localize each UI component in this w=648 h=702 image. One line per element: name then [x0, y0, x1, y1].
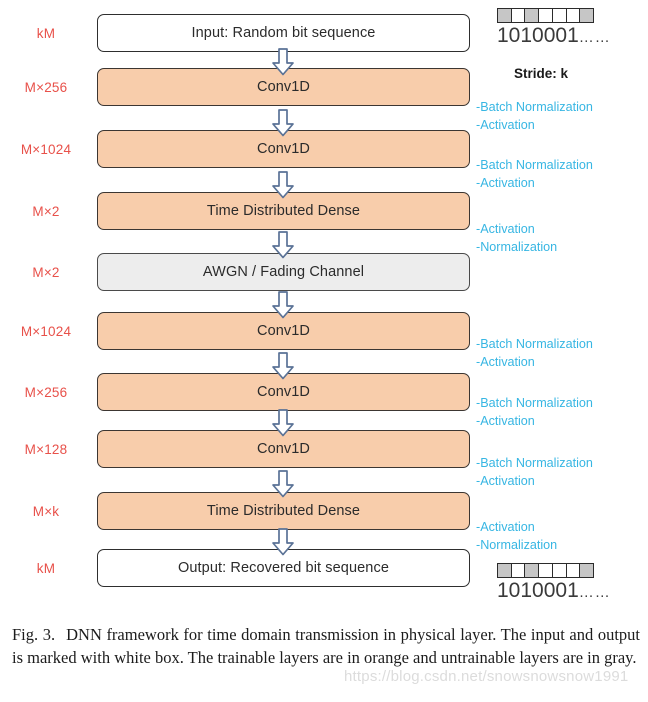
layer-annotation-group: -Batch Normalization -Activation — [476, 157, 593, 192]
layer-box: Time Distributed Dense — [97, 192, 470, 230]
layer-box: Conv1D — [97, 312, 470, 350]
layer-annotation-line: -Batch Normalization — [476, 158, 593, 172]
layer-annotation-line: -Activation — [476, 520, 535, 534]
pipeline-stage-row: M×2 Time Distributed Dense — [0, 192, 648, 230]
layer-box: Time Distributed Dense — [97, 492, 470, 530]
bit-cell — [552, 9, 567, 22]
layer-annotation-line: -Activation — [476, 222, 535, 236]
layer-annotation-group: -Batch Normalization -Activation — [476, 395, 593, 430]
flow-arrow-icon — [268, 47, 298, 77]
bit-cell — [511, 564, 526, 577]
layer-box: Conv1D — [97, 373, 470, 411]
layer-annotation-line: -Activation — [476, 354, 535, 369]
pipeline-stage-row: M×2 AWGN / Fading Channel — [0, 253, 648, 291]
dimension-label: M×k — [32, 503, 60, 519]
layer-annotation-group: -Batch Normalization -Activation — [476, 455, 593, 490]
bit-digits: 1010001…… — [497, 24, 647, 48]
figure-caption-text: DNN framework for time domain transmissi… — [12, 625, 640, 667]
dimension-label: M×2 — [32, 264, 60, 280]
layer-annotation-line: -Batch Normalization — [476, 456, 593, 470]
layer-annotation-line: -Activation — [476, 175, 535, 190]
pipeline-stage-row: kM Output: Recovered bit sequence — [0, 549, 648, 587]
layer-annotation-line: -Batch Normalization — [476, 100, 593, 114]
layer-annotation-group: -Batch Normalization -Activation — [476, 336, 593, 371]
bit-cell — [539, 9, 553, 22]
layer-annotation-line: -Normalization — [476, 537, 558, 552]
bit-cell-strip — [497, 563, 594, 578]
bit-ellipsis: …… — [578, 584, 611, 601]
dimension-label: M×1024 — [20, 323, 72, 339]
bit-cell — [498, 9, 512, 22]
flow-arrow-icon — [268, 290, 298, 320]
stride-label: Stride: k — [513, 66, 568, 81]
dimension-label: M×256 — [24, 79, 68, 95]
bit-cell-strip — [497, 8, 594, 23]
bit-cell — [525, 9, 540, 22]
dimension-label: kM — [36, 25, 56, 41]
dimension-label: M×128 — [24, 441, 68, 457]
layer-box: AWGN / Fading Channel — [97, 253, 470, 291]
bit-cell — [580, 9, 594, 22]
dimension-label: kM — [36, 560, 56, 576]
layer-annotation-line: -Batch Normalization — [476, 396, 593, 410]
flow-arrow-icon — [268, 527, 298, 557]
watermark: https://blog.csdn.net/snowsnowsnow1991 — [344, 668, 629, 685]
flow-arrow-icon — [268, 170, 298, 200]
bit-cell — [539, 564, 553, 577]
bit-sequence-illustration: 1010001…… — [497, 8, 647, 48]
dimension-label: M×256 — [24, 384, 68, 400]
figure-number: Fig. 3. — [12, 625, 56, 644]
flow-arrow-icon — [268, 408, 298, 438]
bit-digit-string: 1010001 — [497, 24, 579, 47]
layer-annotation-group: -Activation -Normalization — [476, 519, 557, 554]
layer-annotation-line: -Normalization — [476, 239, 558, 254]
layer-annotation-line: -Activation — [476, 413, 535, 428]
flow-arrow-icon — [268, 230, 298, 260]
bit-cell — [552, 564, 567, 577]
layer-annotation-line: -Batch Normalization — [476, 337, 593, 351]
layer-annotation-group: -Batch Normalization -Activation — [476, 99, 593, 134]
layer-annotation-line: -Activation — [476, 473, 535, 488]
bit-sequence-illustration: 1010001…… — [497, 563, 647, 603]
bit-ellipsis: …… — [578, 29, 611, 46]
bit-cell — [525, 564, 540, 577]
bit-cell — [498, 564, 512, 577]
bit-digits: 1010001…… — [497, 579, 647, 603]
layer-box: Output: Recovered bit sequence — [97, 549, 470, 587]
layer-annotation-line: -Activation — [476, 117, 535, 132]
bit-digit-string: 1010001 — [497, 579, 579, 602]
pipeline-stage-row: M×k Time Distributed Dense — [0, 492, 648, 530]
dimension-label: M×1024 — [20, 141, 72, 157]
pipeline-stage-row: M×1024 Conv1D — [0, 312, 648, 350]
pipeline-stage-row: M×256 Conv1D — [0, 373, 648, 411]
figure-caption: Fig. 3.DNN framework for time domain tra… — [12, 623, 640, 669]
flow-arrow-icon — [268, 351, 298, 381]
bit-cell — [511, 9, 526, 22]
bit-cell — [566, 564, 581, 577]
dimension-label: M×2 — [32, 203, 60, 219]
flow-arrow-icon — [268, 108, 298, 138]
bit-cell — [566, 9, 581, 22]
flow-arrow-icon — [268, 469, 298, 499]
bit-cell — [580, 564, 594, 577]
layer-annotation-group: -Activation -Normalization — [476, 221, 557, 256]
